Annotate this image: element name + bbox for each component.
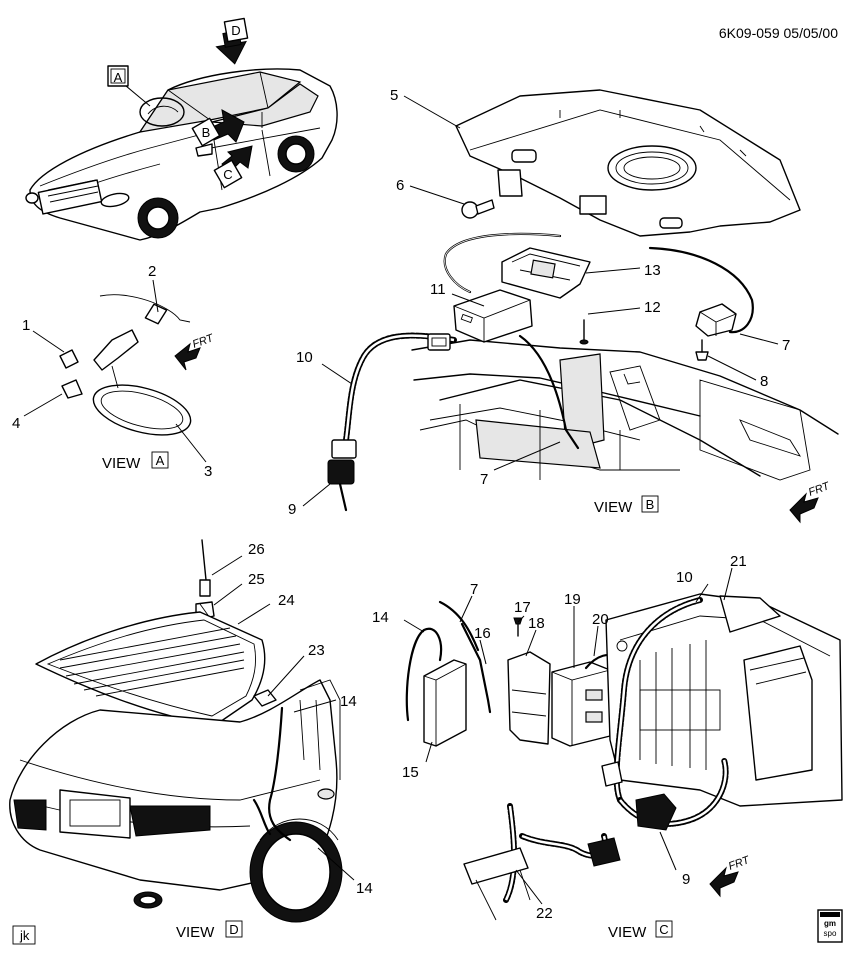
- callout-4: 4: [12, 415, 20, 432]
- view-c-side-panel: [605, 593, 843, 807]
- view-d-letter: D: [229, 922, 238, 937]
- callout-13: 13: [644, 262, 661, 279]
- callout-21: 21: [730, 553, 747, 570]
- overview-letter-d: D: [231, 23, 240, 38]
- callout-7-b-bottom: 7: [480, 471, 488, 488]
- callout-22: 22: [536, 905, 553, 922]
- part-19-module: [551, 661, 611, 747]
- callout-11: 11: [430, 281, 446, 298]
- view-d-label: VIEW D: [176, 920, 243, 941]
- callout-24: 24: [278, 592, 295, 609]
- callout-10-c: 10: [676, 569, 693, 586]
- callout-25: 25: [248, 571, 265, 588]
- part-16-cable: [460, 622, 492, 714]
- overview-letter-b: B: [202, 125, 211, 140]
- part-12-screw: [579, 319, 589, 345]
- callout-15: 15: [402, 764, 419, 781]
- part-14-cable-c: [405, 627, 443, 722]
- callout-10-b: 10: [296, 349, 313, 366]
- view-d-car-rear: [9, 679, 343, 923]
- part-22-connector: [463, 837, 621, 921]
- callout-9-b: 9: [288, 501, 296, 518]
- part-6-pushpin: [461, 199, 495, 219]
- view-c-frt-arrow: FRT: [709, 854, 752, 898]
- callout-12: 12: [644, 299, 661, 316]
- callout-14-c: 14: [372, 609, 389, 626]
- callout-26: 26: [248, 541, 265, 558]
- part-9-connector-b: [327, 439, 357, 512]
- callout-2: 2: [148, 263, 156, 280]
- part-18-bracket: [507, 651, 551, 745]
- view-b-letter: B: [646, 497, 655, 512]
- overview-car: [25, 68, 338, 241]
- part-13-bracket: [501, 247, 591, 299]
- part-17-screw: [513, 617, 523, 637]
- view-c-leaders: [403, 567, 733, 905]
- part-11-module: [453, 289, 533, 343]
- callout-16: 16: [474, 625, 491, 642]
- view-b-label: VIEW B: [594, 495, 659, 516]
- callout-8: 8: [760, 373, 768, 390]
- callout-17: 17: [514, 599, 531, 616]
- view-a-letter: A: [156, 453, 165, 468]
- view-c-label: VIEW C: [608, 920, 673, 941]
- view-d-prefix: VIEW: [176, 924, 215, 941]
- part-9-connector-c: [601, 761, 677, 831]
- drawing-id: 6K09-059 05/05/00: [719, 25, 838, 41]
- gm-spo-logo: gm spo: [817, 909, 843, 943]
- callout-3: 3: [204, 463, 212, 480]
- callout-1: 1: [22, 317, 30, 334]
- view-b-prefix: VIEW: [594, 499, 633, 516]
- view-c-letter: C: [659, 922, 668, 937]
- logo-top: gm: [824, 919, 836, 928]
- callout-6: 6: [396, 177, 404, 194]
- view-a-mirror: [59, 294, 192, 436]
- view-a-leaders: [23, 279, 207, 463]
- part-24-backlight-glass: [35, 611, 266, 727]
- view-b-floor: [411, 339, 839, 481]
- overview-letter-a: A: [114, 70, 123, 85]
- frt-label-c: FRT: [727, 854, 752, 873]
- callout-18: 18: [528, 615, 545, 632]
- callout-14-d-top: 14: [340, 693, 357, 710]
- part-26-antenna-mast: [199, 539, 211, 597]
- frt-label-a: FRT: [191, 332, 216, 351]
- overview-letter-c: C: [223, 167, 232, 182]
- part-7-module: [695, 303, 737, 337]
- callout-7-b-right: 7: [782, 337, 790, 354]
- callout-7-c: 7: [470, 581, 478, 598]
- part-8-screw: [695, 339, 709, 361]
- part-10-harness-b: [343, 332, 457, 443]
- part-15-receiver: [423, 659, 467, 747]
- view-d-leaders: [211, 555, 355, 881]
- frt-label-b: FRT: [807, 480, 832, 499]
- view-a-label: VIEW A: [102, 451, 169, 472]
- view-a-frt-arrow: FRT: [174, 332, 216, 371]
- footer-tag: jk: [19, 928, 30, 943]
- callout-14-d-bottom: 14: [356, 880, 373, 897]
- view-a-prefix: VIEW: [102, 455, 141, 472]
- callout-19: 19: [564, 591, 581, 608]
- overview-view-markers: A D B C: [107, 17, 253, 189]
- callout-23: 23: [308, 642, 325, 659]
- view-b-shelf: [455, 89, 801, 237]
- view-b-leaders: [302, 95, 779, 507]
- callout-9-c: 9: [682, 871, 690, 888]
- logo-bottom: spo: [824, 929, 837, 938]
- view-b-frt-arrow: FRT: [789, 480, 832, 524]
- callout-5: 5: [390, 87, 398, 104]
- part-7-cable-c: [438, 600, 480, 652]
- callout-20: 20: [592, 611, 609, 628]
- part-10-connector: [427, 333, 451, 351]
- view-c-prefix: VIEW: [608, 924, 647, 941]
